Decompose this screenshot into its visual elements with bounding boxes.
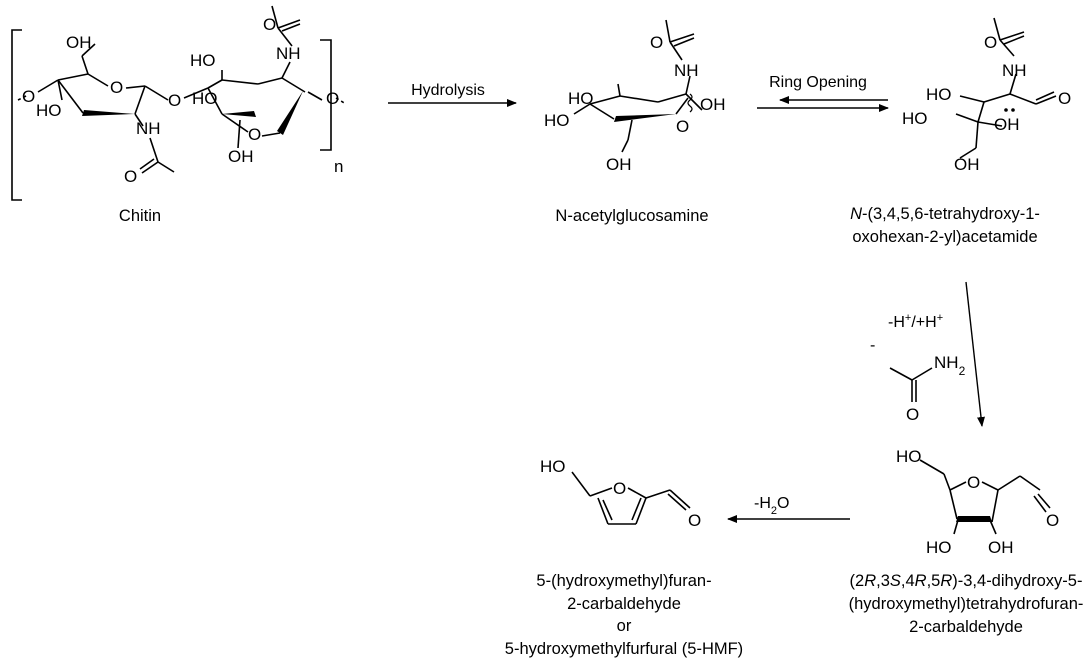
atom-ho: HO <box>902 109 928 128</box>
atom-nh: NH <box>276 44 301 63</box>
open-chain-atoms: HO HO NH O O OH OH <box>902 33 1071 174</box>
atom-o: O <box>248 125 261 144</box>
atom-ho: HO <box>190 51 216 70</box>
atom-o: O <box>326 89 339 108</box>
atom-o: O <box>967 473 980 492</box>
repeat-n: n <box>334 157 343 176</box>
label-hmf-line1: 5-(hydroxymethyl)furan- <box>536 572 711 590</box>
label-hmf-line2: 2-carbaldehyde <box>567 595 681 613</box>
atom-oh: OH <box>994 115 1020 134</box>
atom-ho: HO <box>36 101 62 120</box>
atom-nh: NH <box>1002 61 1027 80</box>
arrow-ring-opening: Ring Opening <box>757 74 889 112</box>
label-open-chain-line1: N-(3,4,5,6-tetrahydroxy-1- <box>850 205 1040 223</box>
atom-o: O <box>1058 89 1071 108</box>
reagent-water-loss: -H2O <box>754 495 789 517</box>
label-thf-line2: (hydroxymethyl)tetrahydrofuran- <box>849 595 1084 613</box>
atom-o: O <box>650 33 663 52</box>
label-hmf-line3: or <box>617 617 632 635</box>
atom-o: O <box>168 91 181 110</box>
atom-oh: OH <box>954 155 980 174</box>
atom-o: O <box>984 33 997 52</box>
hmf-structure <box>571 471 691 525</box>
atom-oh: OH <box>66 33 92 52</box>
bracket-right <box>320 39 332 151</box>
minus-sign: - <box>870 337 875 354</box>
reagent-hydrolysis: Hydrolysis <box>411 82 485 99</box>
atom-ho: HO <box>192 89 218 108</box>
atom-ho: HO <box>896 447 922 466</box>
atom-ho: HO <box>540 457 566 476</box>
atom-ho: HO <box>568 89 594 108</box>
atom-o: O <box>688 511 701 530</box>
atom-o: O <box>676 117 689 136</box>
atom-o: O <box>22 87 35 106</box>
chitin-atoms: O OH O HO NH O O HO HO NH O O OH O n <box>22 15 343 186</box>
arrow-hydrolysis: Hydrolysis <box>388 82 517 107</box>
atom-nh: NH <box>136 119 161 138</box>
arrow-down: -H+/+H+ - <box>870 281 985 427</box>
atom-o: O <box>1046 511 1059 530</box>
label-thf-line1: (2R,3S,4R,5R)-3,4-dihydroxy-5- <box>850 572 1083 590</box>
label-chitin: Chitin <box>119 207 161 225</box>
label-nag: N-acetylglucosamine <box>555 207 708 225</box>
label-hmf-line4: 5-hydroxymethylfurfural (5-HMF) <box>505 640 743 658</box>
nag-atoms: HO HO NH O OH O OH <box>544 33 726 174</box>
label-thf-line3: 2-carbaldehyde <box>909 618 1023 636</box>
atom-ho: HO <box>544 111 570 130</box>
label-open-chain-line2: oxohexan-2-yl)acetamide <box>852 228 1037 246</box>
atom-oh: OH <box>228 147 254 166</box>
atom-oh: OH <box>700 95 726 114</box>
hmf-atoms: HO O O <box>540 457 701 530</box>
atom-o: O <box>263 15 276 34</box>
lone-pair-dot <box>1004 108 1008 112</box>
reagent-proton-exchange: -H+/+H+ <box>888 312 943 331</box>
arrow-dehydration: -H2O <box>727 495 850 523</box>
acetamide-structure <box>889 367 933 402</box>
acetamide-atoms: NH2 O <box>906 353 966 424</box>
bracket-left <box>11 29 22 201</box>
lone-pair-dot <box>1011 108 1015 112</box>
label-open-chain-rest: -(3,4,5,6-tetrahydroxy-1- <box>862 205 1040 223</box>
label-open-chain-italic: N <box>850 205 862 223</box>
atom-oh: OH <box>988 538 1014 557</box>
atom-o: O <box>613 479 626 498</box>
open-chain-structure <box>955 17 1057 159</box>
reagent-ring-opening: Ring Opening <box>769 74 867 91</box>
atom-oh: OH <box>606 155 632 174</box>
atom-nh: NH <box>674 61 699 80</box>
atom-o: O <box>906 405 919 424</box>
atom-ho: HO <box>926 85 952 104</box>
atom-ho: HO <box>926 538 952 557</box>
nag-structure <box>573 19 703 153</box>
atom-nh2: NH2 <box>934 353 966 378</box>
atom-o: O <box>124 167 137 186</box>
thf-atoms: HO O O HO OH <box>896 447 1059 557</box>
chitin-structure <box>11 5 347 201</box>
atom-o: O <box>110 78 123 97</box>
thf-structure <box>919 459 1051 535</box>
